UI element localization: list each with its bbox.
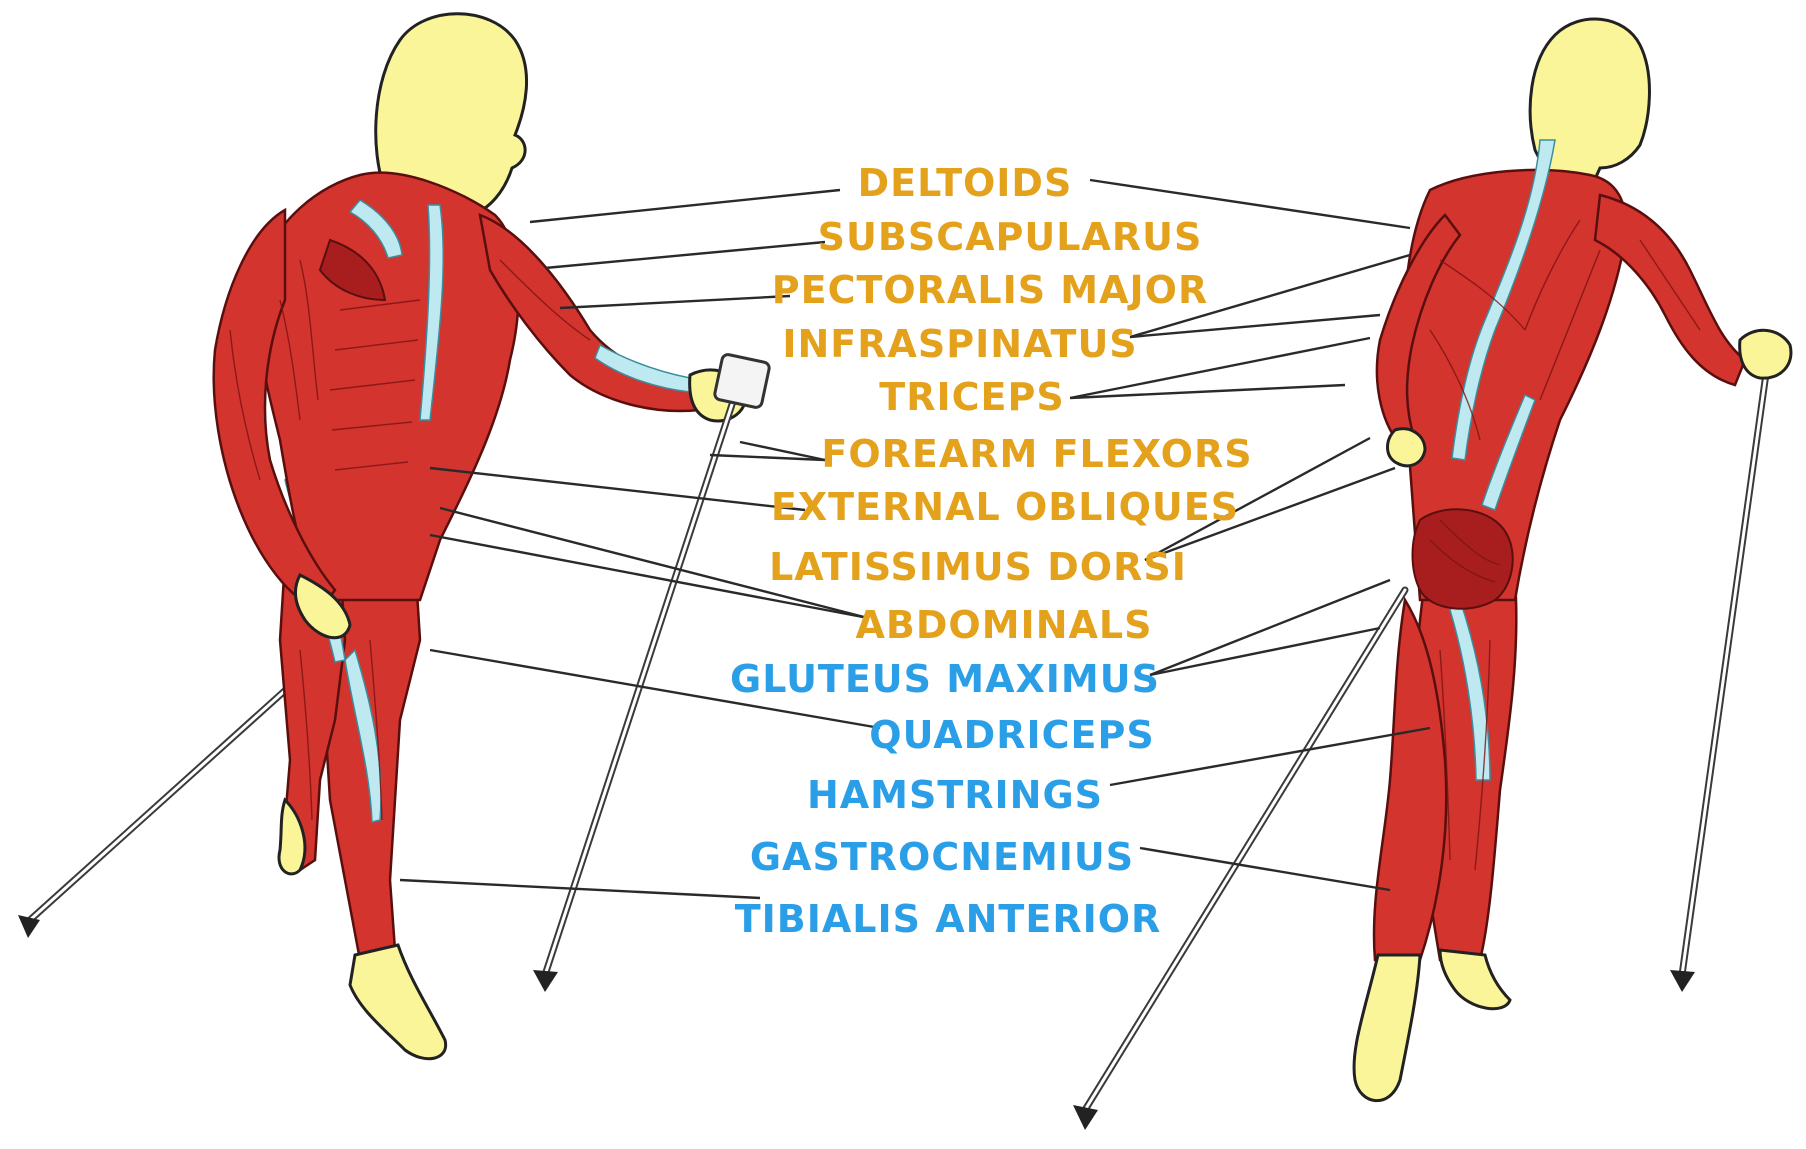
label-infraspinatus: INFRASPINATUS [782,322,1137,366]
label-hamstrings: HAMSTRINGS [807,773,1103,817]
back-right-foot [1354,955,1420,1101]
label-gluteus-maximus: GLUTEUS MAXIMUS [730,657,1160,701]
label-gastrocnemius: GASTROCNEMIUS [750,835,1134,879]
front-view-figure [18,14,770,1059]
back-right-arm [1595,195,1745,385]
label-subscapularus: SUBSCAPULARUS [818,215,1203,259]
label-abdominals: ABDOMINALS [856,603,1153,647]
back-left-pole [1670,345,1770,992]
label-deltoids: DELTOIDS [858,161,1073,205]
label-external-obliques: EXTERNAL OBLIQUES [771,485,1239,529]
upper-body-labels: DELTOIDS SUBSCAPULARUS PECTORALIS MAJOR … [769,161,1253,647]
label-tibialis-anterior: TIBIALIS ANTERIOR [735,897,1162,941]
back-left-hand [1388,429,1426,466]
label-pectoralis-major: PECTORALIS MAJOR [772,268,1208,312]
label-latissimus-dorsi: LATISSIMUS DORSI [769,545,1187,589]
front-right-foot [350,945,446,1059]
back-left-foot [1440,950,1510,1009]
label-quadriceps: QUADRICEPS [869,713,1154,757]
label-triceps: TRICEPS [879,375,1064,419]
label-forearm-flexors: FOREARM FLEXORS [821,432,1252,476]
lower-body-labels: GLUTEUS MAXIMUS QUADRICEPS HAMSTRINGS GA… [730,657,1161,941]
back-right-hand [1740,330,1791,378]
back-glutes [1413,509,1513,608]
